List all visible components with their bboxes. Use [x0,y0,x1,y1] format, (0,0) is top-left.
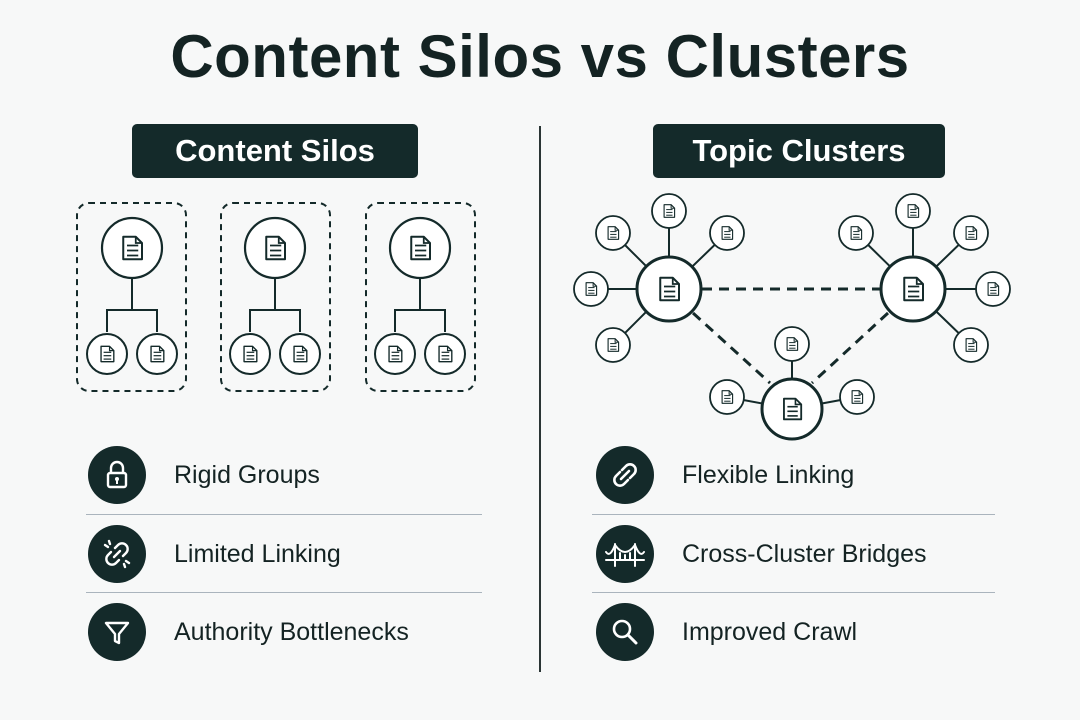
cluster-2-spoke-node [975,271,1011,307]
feature-label: Improved Crawl [682,617,858,646]
separator [592,514,995,515]
lock-icon [88,446,146,504]
magnifier-icon [596,603,654,661]
silo-group-1 [76,202,187,392]
cluster-1-spoke-node [709,215,745,251]
cluster-hub-1 [573,193,745,363]
silo-group-3 [365,202,476,392]
cluster-hub-3 [709,326,875,441]
cluster-hub-2 [838,193,1011,363]
content-silos-heading-text: Content Silos [175,133,375,168]
cluster-1-spoke-node [573,271,609,307]
cluster-1-spoke-node [595,215,631,251]
link-icon [596,446,654,504]
cluster-3-spoke-node [774,326,810,362]
feature-label: Rigid Groups [174,460,320,489]
silo-1-child-node [136,333,178,375]
cluster-1-hub-node [635,255,703,323]
silo-1-pillar-node [100,216,164,280]
feature-label: Flexible Linking [682,460,855,489]
feature-authority-bottlenecks: Authority Bottlenecks [88,602,409,662]
silo-3-pillar-node [388,216,452,280]
cluster-3-spoke-node [839,379,875,415]
separator [592,592,995,593]
silo-2-child-node [229,333,271,375]
feature-label: Authority Bottlenecks [174,617,409,646]
content-silos-heading: Content Silos [132,124,418,178]
silo-3-child-node [374,333,416,375]
cluster-2-spoke-node [953,215,989,251]
silo-1-child-node [86,333,128,375]
cluster-3-spoke-node [709,379,745,415]
separator [86,514,482,515]
cluster-2-spoke-node [895,193,931,229]
cluster-2-spoke-node [838,215,874,251]
topic-clusters-heading: Topic Clusters [653,124,945,178]
feature-limited-linking: Limited Linking [88,524,341,584]
cluster-3-hub-node [760,377,824,441]
silo-group-2 [220,202,331,392]
cluster-1-spoke-node [651,193,687,229]
feature-flexible-linking: Flexible Linking [596,445,854,505]
bridge-icon [596,525,654,583]
feature-rigid-groups: Rigid Groups [88,445,320,505]
funnel-icon [88,603,146,661]
topic-clusters-heading-text: Topic Clusters [692,133,906,168]
feature-improved-crawl: Improved Crawl [596,602,857,662]
cluster-1-spoke-node [595,327,631,363]
page-title: Content Silos vs Clusters [170,23,910,90]
feature-label: Limited Linking [174,539,341,568]
cluster-bridges [691,287,890,385]
cluster-2-hub-node [879,255,947,323]
separator [86,592,482,593]
feature-label: Cross-Cluster Bridges [682,539,927,568]
silo-2-pillar-node [243,216,307,280]
silo-2-child-node [279,333,321,375]
feature-cross-cluster-bridges: Cross-Cluster Bridges [596,524,927,584]
center-divider [539,126,541,672]
cluster-2-spoke-node [953,327,989,363]
silo-3-child-node [424,333,466,375]
broken-link-icon [88,525,146,583]
